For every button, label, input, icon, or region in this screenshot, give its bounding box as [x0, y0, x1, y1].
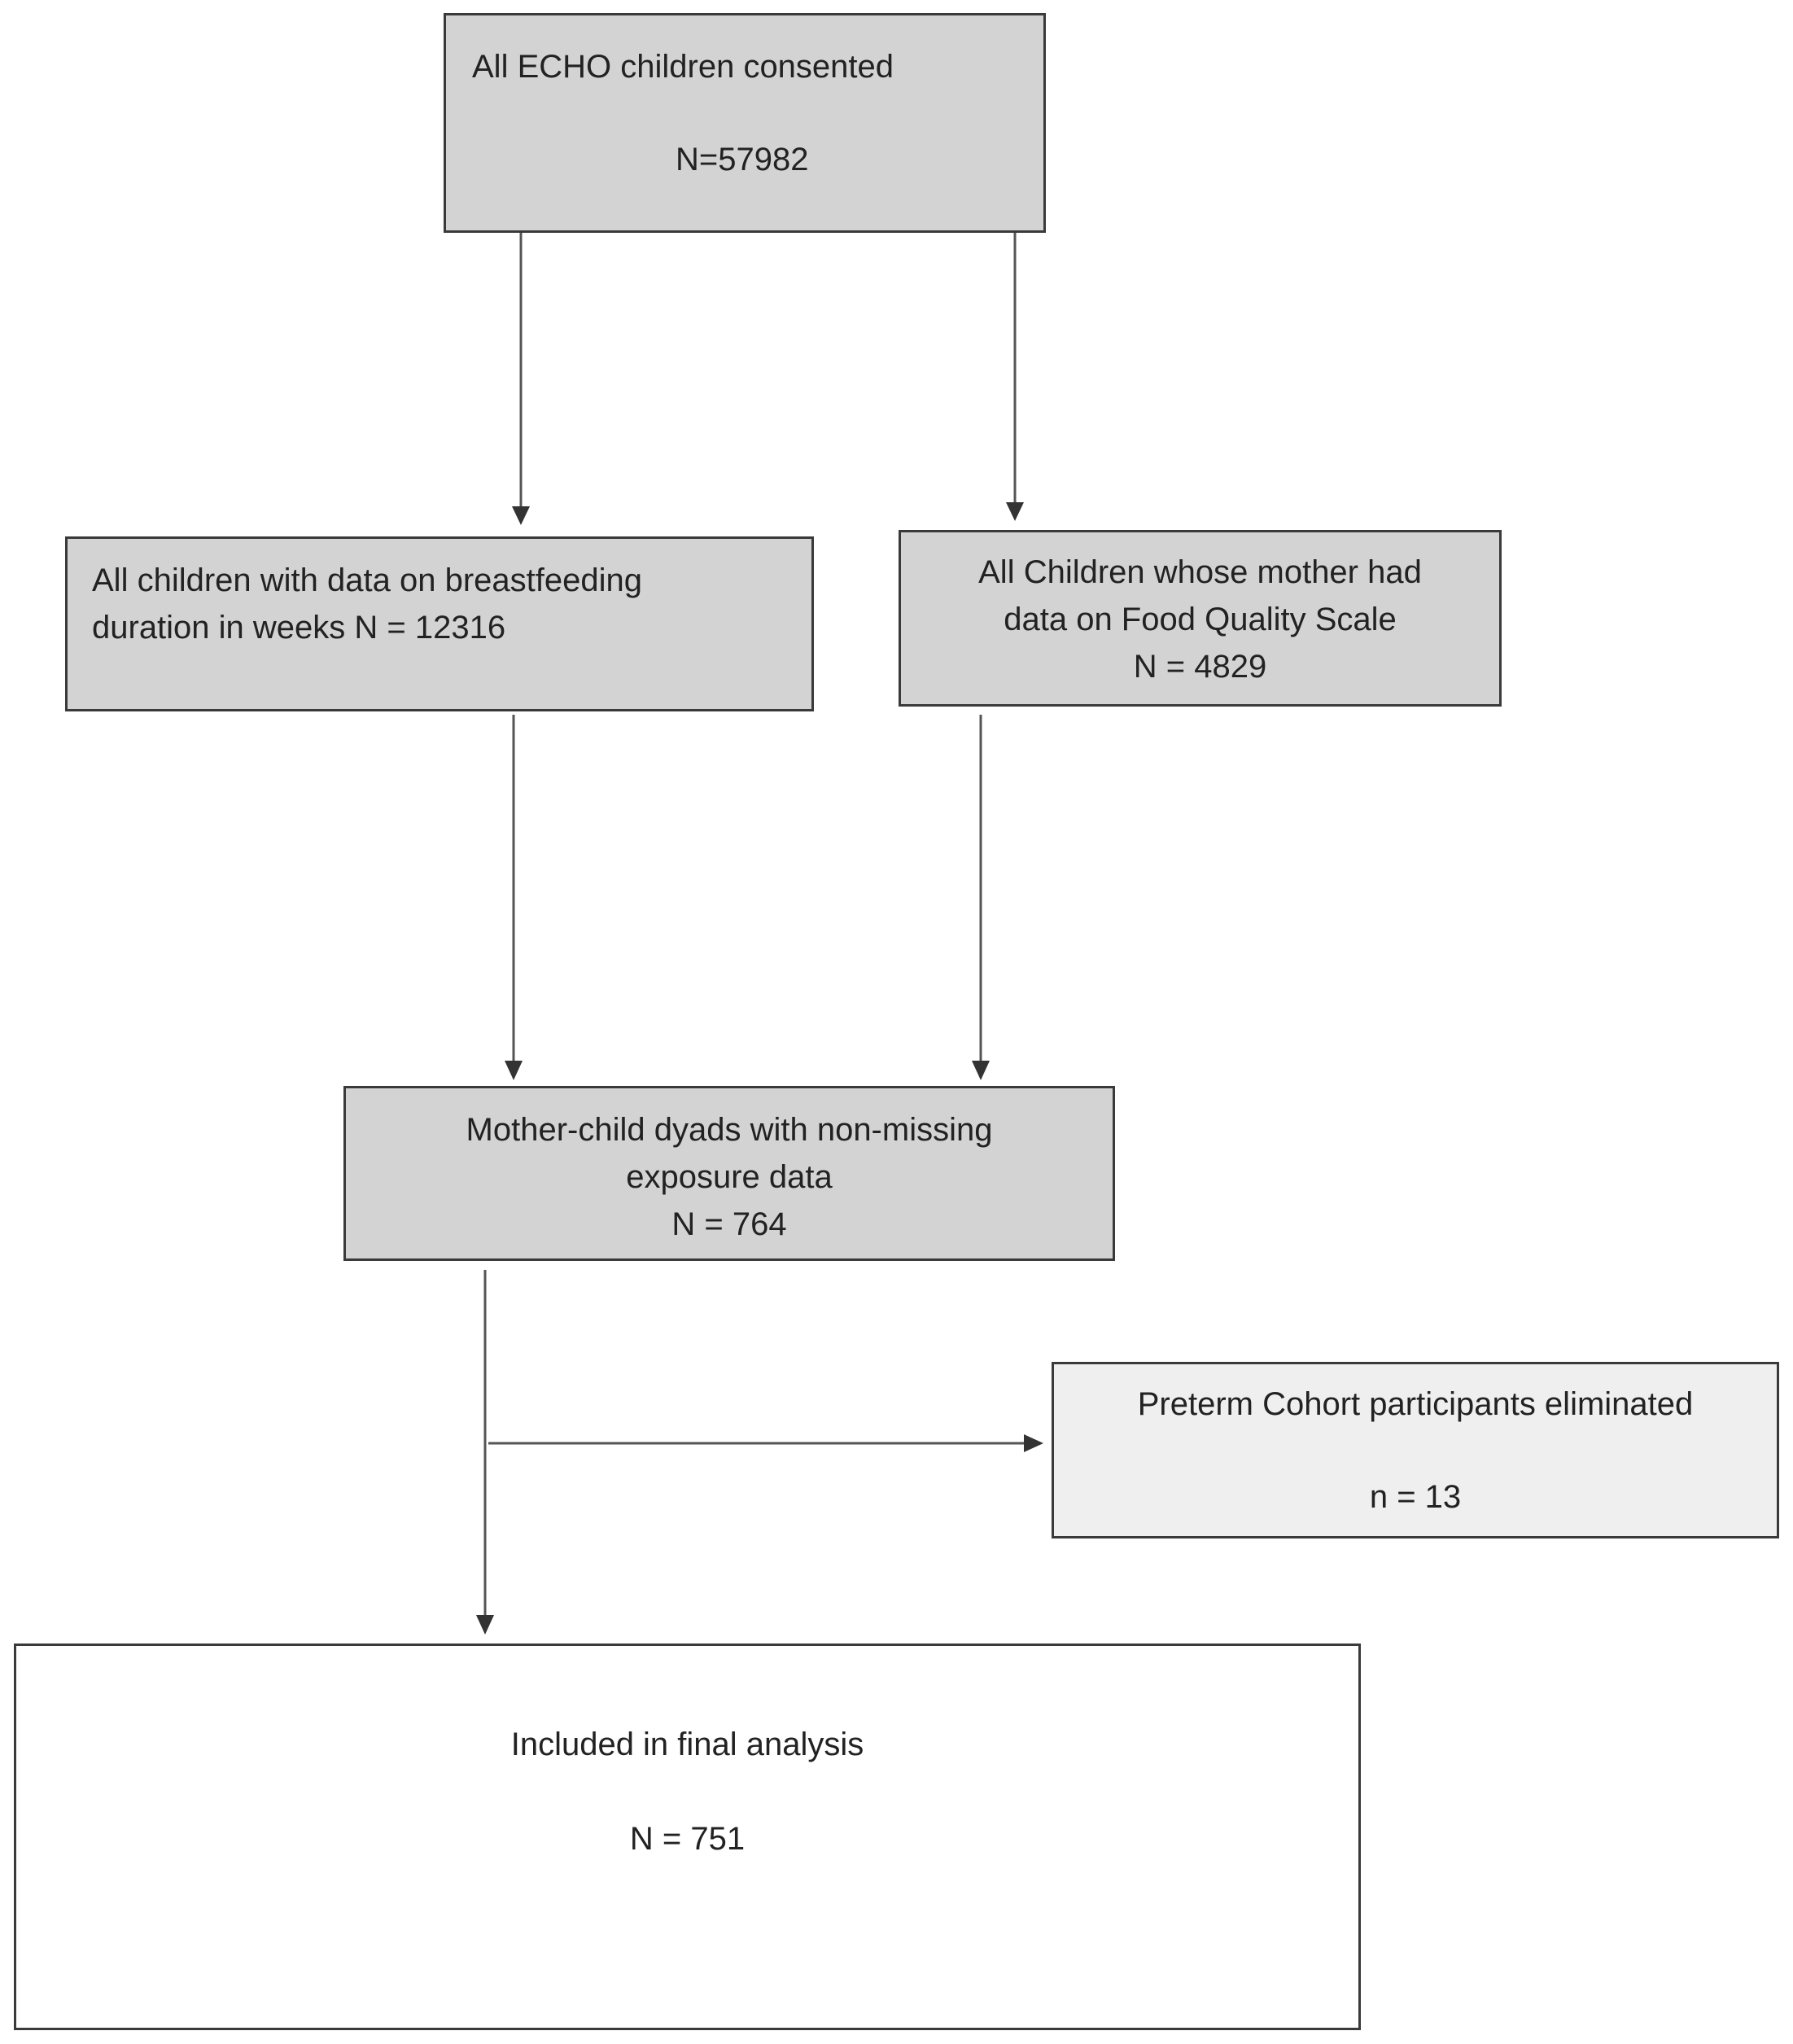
- final-count: N = 751: [629, 1821, 746, 1857]
- arrowhead-food-quality: [1006, 502, 1024, 521]
- final-label: Included in final analysis: [510, 1727, 864, 1762]
- breastfeeding-line-1: All children with data on breastfeeding: [92, 562, 642, 598]
- food-quality-count: N = 4829: [1133, 649, 1267, 685]
- dyads-count: N = 764: [671, 1206, 787, 1242]
- food-quality-line-1: All Children whose mother had: [978, 554, 1422, 590]
- food-quality-box: All Children whose mother had data on Fo…: [899, 530, 1502, 707]
- final-analysis-box: Included in final analysis N = 751: [14, 1644, 1361, 2030]
- consented-count: N=57982: [676, 142, 809, 177]
- arrowhead-dyads-left: [505, 1061, 523, 1080]
- preterm-label: Preterm Cohort participants eliminated: [1137, 1386, 1694, 1422]
- dyads-line-2: exposure data: [626, 1159, 833, 1195]
- arrowhead-dyads-right: [972, 1061, 990, 1080]
- breastfeeding-box: All children with data on breastfeeding …: [65, 536, 814, 711]
- consented-label: All ECHO children consented: [472, 49, 894, 85]
- arrowhead-breastfeeding: [512, 506, 530, 525]
- dyads-line-1: Mother-child dyads with non-missing: [466, 1112, 993, 1148]
- consented-box: All ECHO children consented N=57982: [444, 13, 1046, 233]
- food-quality-line-2: data on Food Quality Scale: [1004, 602, 1397, 637]
- preterm-count: n = 13: [1369, 1479, 1462, 1515]
- arrowhead-preterm: [1024, 1434, 1043, 1452]
- arrowhead-final: [476, 1615, 494, 1635]
- preterm-excluded-box: Preterm Cohort participants eliminated n…: [1052, 1362, 1779, 1538]
- dyads-box: Mother-child dyads with non-missing expo…: [343, 1086, 1115, 1261]
- breastfeeding-line-2: duration in weeks N = 12316: [92, 610, 506, 646]
